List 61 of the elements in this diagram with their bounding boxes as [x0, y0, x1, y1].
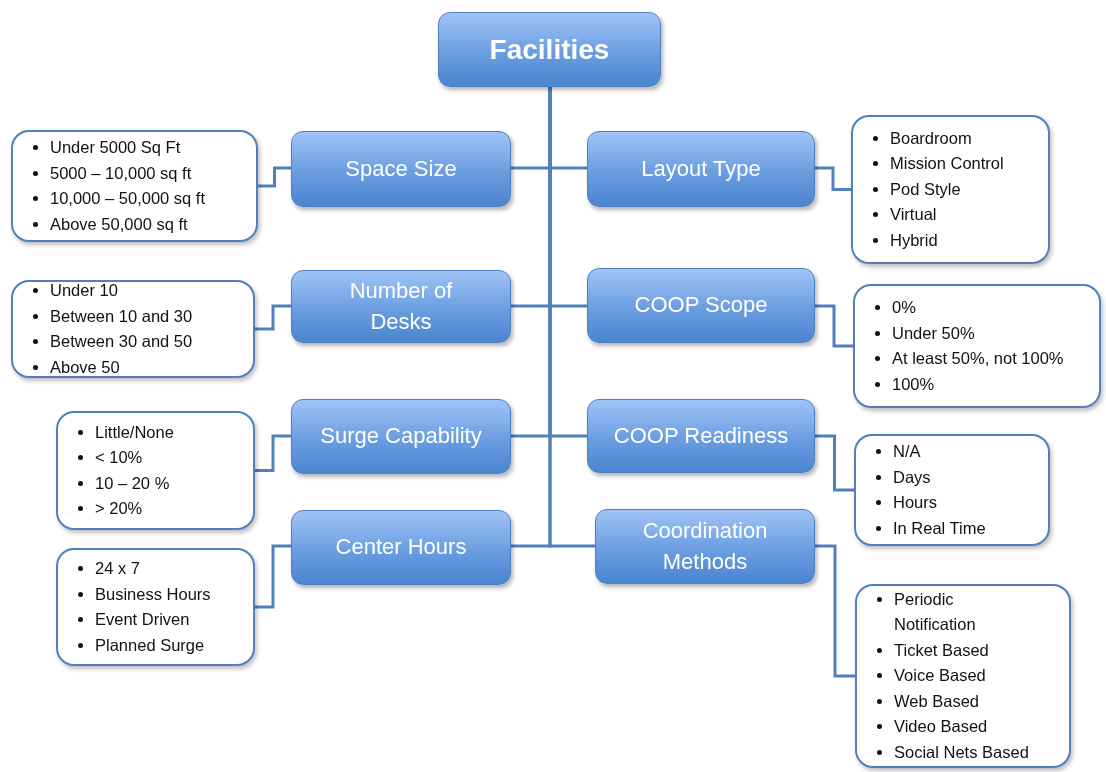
list-item: Web Based: [894, 690, 979, 712]
category-box: Coordination Methods: [595, 509, 815, 584]
list-item: Hybrid: [890, 229, 938, 251]
list-item: Event Driven: [95, 609, 190, 630]
list-item: 24 x 7: [95, 558, 140, 579]
connector-line: [815, 304, 853, 348]
list-item: Social Nets Based: [894, 741, 1029, 763]
list-item: Planned Surge: [95, 634, 205, 656]
list-item: Business Hours: [95, 583, 211, 605]
bullet-list-box: [56, 411, 255, 530]
bullet-list-box: [56, 548, 255, 666]
list-item: 10 – 20 %: [95, 472, 170, 494]
list-item: Above 50: [50, 356, 120, 378]
list-item: Virtual: [890, 204, 937, 226]
list-item: Under 5000 Sq Ft: [50, 137, 181, 158]
list-item: 5000 – 10,000 sq ft: [50, 162, 192, 184]
list-item: Under 10: [50, 280, 118, 301]
bullet-list-box: [851, 115, 1050, 264]
bullet-list-box: [11, 280, 255, 378]
connector-line: [815, 434, 854, 492]
category-box: Center Hours: [291, 510, 511, 585]
list-item: At least 50%, not 100%: [892, 348, 1064, 369]
list-item: Ticket Based: [894, 639, 989, 661]
connector-line: [815, 166, 851, 191]
list-item: Boardroom: [890, 127, 972, 149]
list-item: Hours: [893, 492, 937, 513]
category-box: COOP Readiness: [587, 399, 815, 473]
list-item: Between 30 and 50: [50, 331, 193, 352]
bullet-list-box: [853, 284, 1101, 408]
list-item: 100%: [892, 373, 935, 395]
list-item: Video Based: [894, 716, 988, 738]
root-box: Facilities: [438, 12, 661, 87]
list-item: > 20%: [95, 498, 143, 519]
list-item: In Real Time: [893, 517, 986, 539]
list-item: Mission Control: [890, 153, 1004, 175]
connector-line: [258, 166, 291, 188]
connector-line: [255, 304, 291, 331]
list-item: 10,000 – 50,000 sq ft: [50, 188, 206, 209]
category-box: Number of Desks: [291, 270, 511, 343]
list-item: Under 50%: [892, 322, 975, 344]
connector-line: [548, 87, 595, 548]
category-box: Layout Type: [587, 131, 815, 207]
category-box: Surge Capability: [291, 399, 511, 474]
list-item: Periodic Notification: [894, 588, 977, 636]
category-box: COOP Scope: [587, 268, 815, 343]
connector-line: [815, 544, 855, 678]
bullet-list-box: [855, 584, 1071, 768]
connector-line: [255, 434, 291, 472]
list-item: Days: [893, 466, 931, 488]
bullet-list-box: [11, 130, 258, 242]
list-item: Little/None: [95, 421, 174, 443]
list-item: < 10%: [95, 447, 143, 468]
list-item: Above 50,000 sq ft: [50, 213, 188, 235]
list-item: Voice Based: [894, 665, 986, 687]
list-item: N/A: [893, 441, 921, 462]
bullet-list-box: [854, 434, 1050, 546]
category-box: Space Size: [291, 131, 511, 207]
list-item: Between 10 and 30: [50, 305, 193, 327]
list-item: Pod Style: [890, 178, 961, 200]
connector-line: [255, 544, 291, 609]
list-item: 0%: [892, 297, 916, 318]
